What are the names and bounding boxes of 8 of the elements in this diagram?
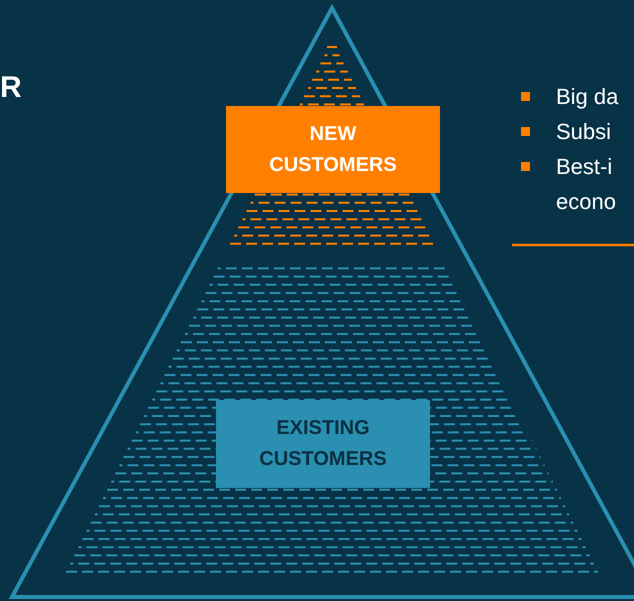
heading-fragment: R xyxy=(0,70,22,105)
node-label: NEW CUSTOMERS xyxy=(268,122,398,178)
bullet-text: Big da xyxy=(556,83,618,111)
node-label: EXISTING CUSTOMERS xyxy=(258,416,388,472)
new-customers-box xyxy=(226,106,440,193)
existing-customers-box xyxy=(216,400,430,488)
bullet-text: Subsi xyxy=(556,118,612,146)
bullet-text: Best-i econo xyxy=(556,153,617,216)
